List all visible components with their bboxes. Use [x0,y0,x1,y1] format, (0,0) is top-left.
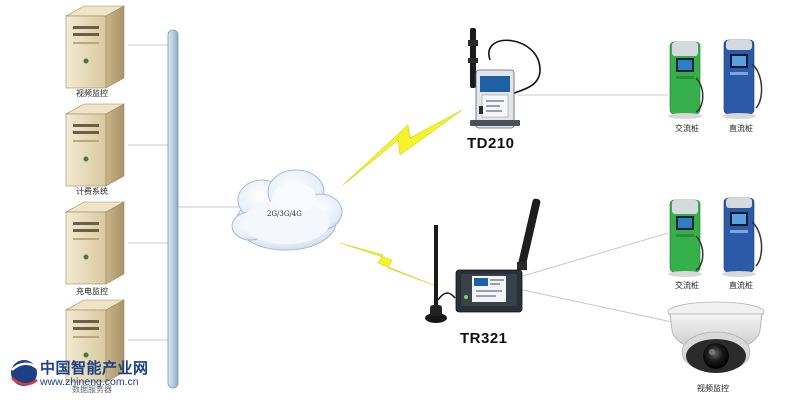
ac-charging-pile-top [668,41,704,119]
connection-lines [128,44,673,341]
mid-dc-pile-label: 直流桩 [729,281,753,290]
network-bus [167,29,179,389]
server-billing-label: 计费系统 [76,187,108,196]
dc-charging-pile-mid [722,197,763,277]
tr321-camera-link [522,289,673,323]
server-video-label: 视频监控 [76,89,108,98]
server-data-label: 数据服务器 [72,385,112,394]
cellular-cloud [231,169,343,251]
tr321-piles-link [522,232,669,277]
td210-router [468,28,541,129]
wireless-signal-lower [339,242,437,287]
watermark-url: www.zhineng.com.cn [40,376,139,388]
server-billing [64,103,126,187]
camera-label: 视频监控 [697,384,729,393]
server-data [64,299,126,383]
watermark-logo [11,360,38,386]
server-charging-monitor-label: 充电监控 [76,287,108,296]
watermark-name: 中国智能产业网 [40,359,149,377]
server-charging-monitor [64,201,126,285]
tr321-router [425,198,541,323]
td210-label: TD210 [467,135,515,152]
dc-charging-pile-top [722,39,763,119]
ac-charging-pile-mid [668,199,704,277]
mid-ac-pile-label: 交流桩 [675,281,699,290]
server-video [64,5,126,89]
top-ac-pile-label: 交流桩 [675,124,699,133]
wireless-signal-upper [342,109,463,186]
top-dc-pile-label: 直流桩 [729,124,753,133]
dome-camera [667,301,765,373]
tr321-label: TR321 [460,330,508,347]
cloud-label: 2G/3G/4G [267,210,302,218]
